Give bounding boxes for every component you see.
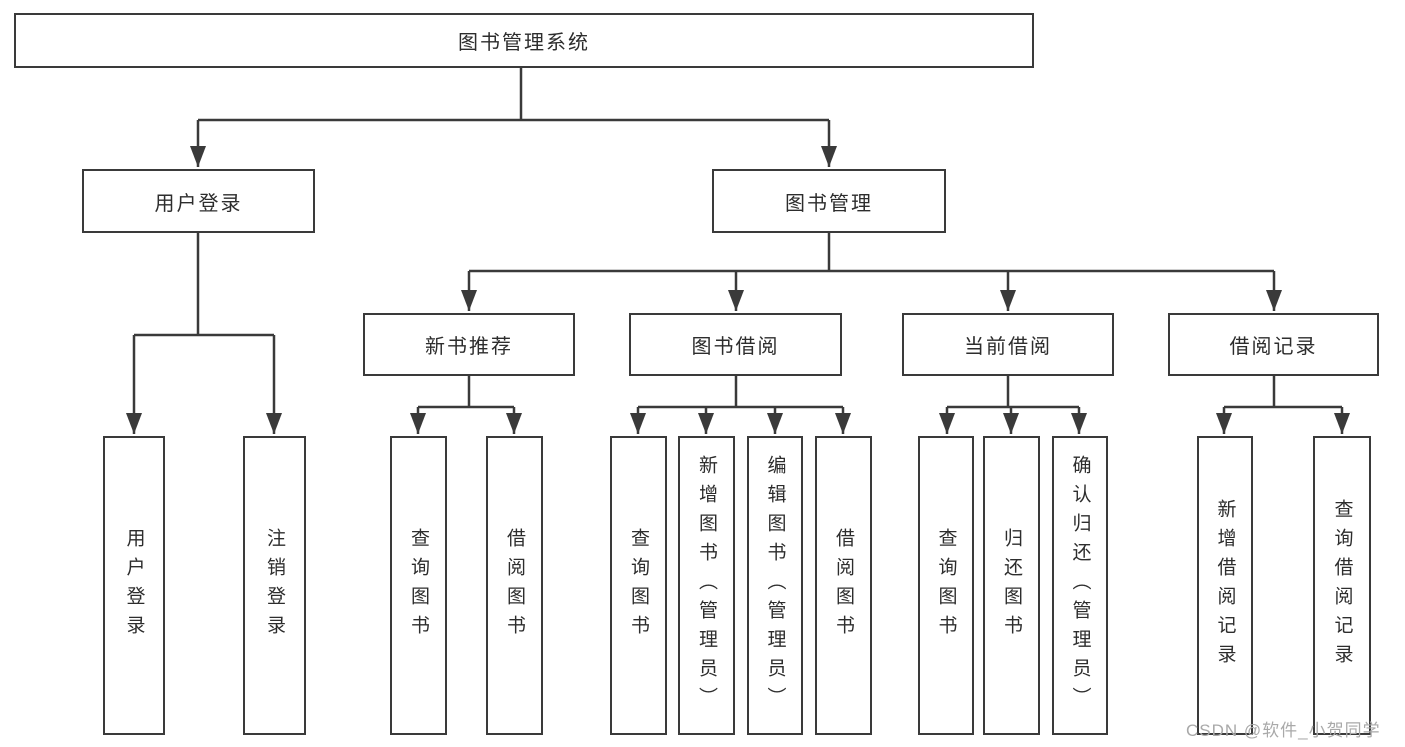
leaf-cb-confirm-return: 确认归还（管理员）	[1052, 436, 1108, 735]
leaf-bb-query-books-label: 查询图书	[628, 527, 649, 644]
leaf-cb-query-books: 查询图书	[918, 436, 974, 735]
node-new-book-recommend: 新书推荐	[363, 313, 575, 376]
node-book-management: 图书管理	[712, 169, 946, 233]
leaf-bb-edit-books: 编辑图书（管理员）	[747, 436, 803, 735]
node-root: 图书管理系统	[14, 13, 1034, 68]
node-current-borrowing: 当前借阅	[902, 313, 1114, 376]
node-user-login-branch: 用户登录	[82, 169, 315, 233]
connector-root-to-level2	[190, 68, 837, 167]
leaf-bb-add-books: 新增图书（管理员）	[678, 436, 735, 735]
connector-user-login-to-leaves	[126, 233, 282, 434]
leaf-cb-query-books-label: 查询图书	[935, 527, 957, 644]
connector-borrowing-records-to-leaves	[1216, 376, 1350, 434]
node-user-login-branch-label: 用户登录	[154, 192, 243, 215]
leaf-cb-return-books: 归还图书	[983, 436, 1040, 735]
node-book-borrowing: 图书借阅	[629, 313, 842, 376]
node-new-book-recommend-label: 新书推荐	[425, 336, 513, 358]
leaf-bb-edit-books-label: 编辑图书（管理员）	[764, 455, 786, 716]
node-root-label: 图书管理系统	[458, 32, 590, 54]
leaf-bb-borrow-books-label: 借阅图书	[833, 527, 854, 644]
leaf-bb-add-books-label: 新增图书（管理员）	[696, 455, 717, 716]
connector-book-management-to-level3	[461, 233, 1282, 311]
leaf-logout-label: 注销登录	[264, 527, 285, 644]
node-borrowing-records-label: 借阅记录	[1229, 336, 1318, 358]
leaf-logout: 注销登录	[243, 436, 306, 735]
leaf-nbr-borrow-books: 借阅图书	[486, 436, 543, 735]
leaf-user-login: 用户登录	[103, 436, 165, 735]
leaf-nbr-query-books-label: 查询图书	[408, 527, 429, 644]
leaf-br-add-record-label: 新增借阅记录	[1214, 498, 1236, 673]
leaf-cb-confirm-return-label: 确认归还（管理员）	[1069, 455, 1091, 716]
connector-new-book-recommend-to-leaves	[410, 376, 522, 434]
node-book-borrowing-label: 图书借阅	[691, 336, 780, 358]
connector-current-borrowing-to-leaves	[939, 376, 1087, 434]
leaf-nbr-borrow-books-label: 借阅图书	[504, 527, 525, 644]
node-current-borrowing-label: 当前借阅	[964, 336, 1052, 358]
node-borrowing-records: 借阅记录	[1168, 313, 1379, 376]
leaf-br-add-record: 新增借阅记录	[1197, 436, 1253, 735]
leaf-bb-borrow-books: 借阅图书	[815, 436, 872, 735]
leaf-user-login-label: 用户登录	[123, 527, 145, 644]
leaf-br-query-record-label: 查询借阅记录	[1331, 498, 1353, 673]
leaf-cb-return-books-label: 归还图书	[1001, 527, 1022, 644]
leaf-bb-query-books: 查询图书	[610, 436, 667, 735]
leaf-br-query-record: 查询借阅记录	[1313, 436, 1371, 735]
connector-book-borrowing-to-leaves	[630, 376, 851, 434]
node-book-management-label: 图书管理	[785, 192, 873, 215]
leaf-nbr-query-books: 查询图书	[390, 436, 447, 735]
csdn-watermark: CSDN @软件_小贺同学	[1186, 721, 1381, 740]
